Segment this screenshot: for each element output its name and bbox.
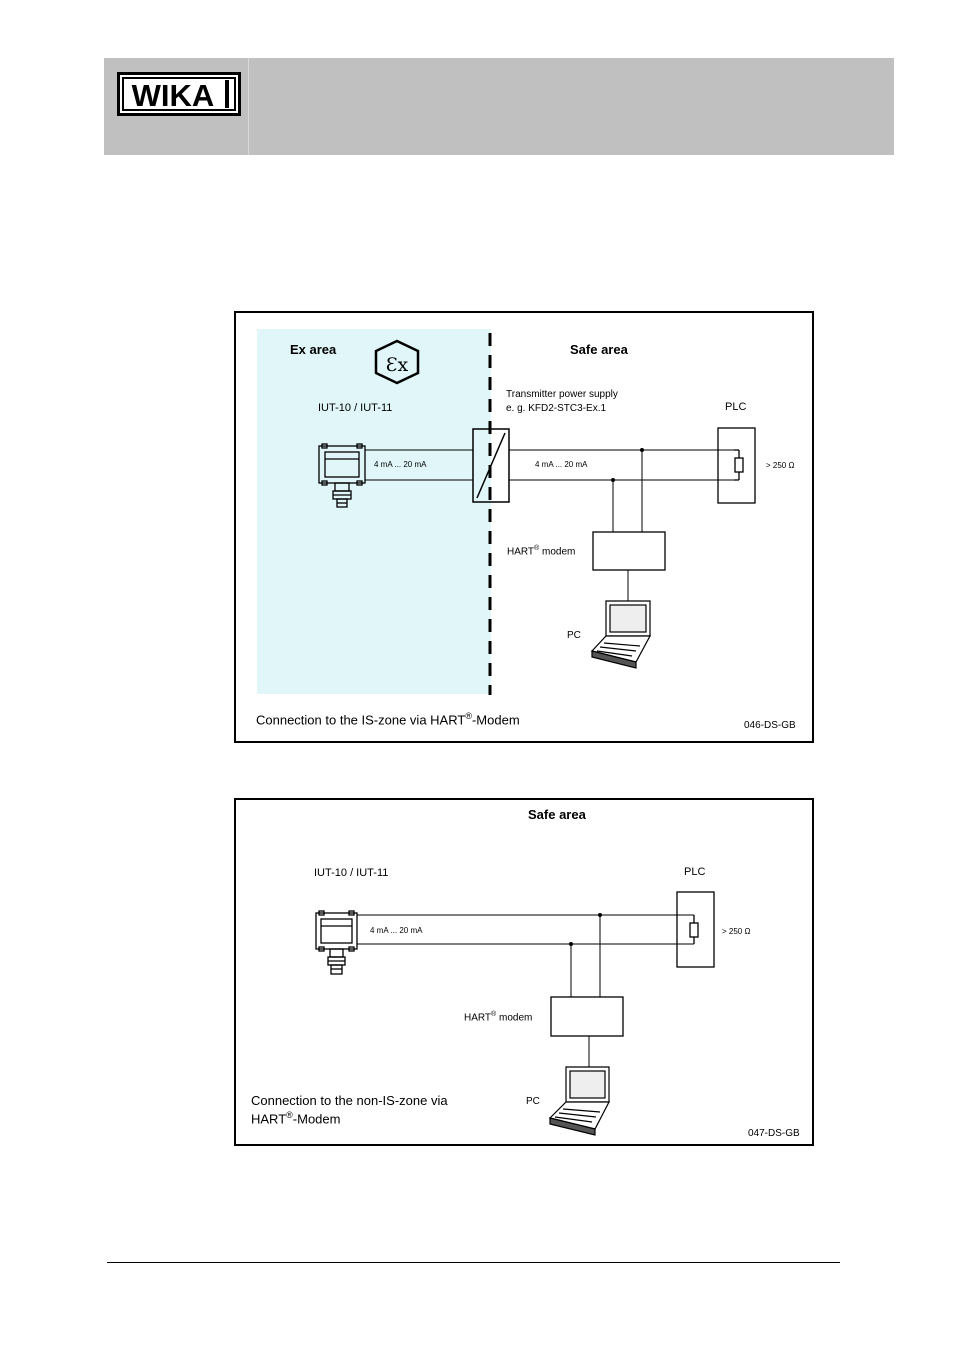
header-divider bbox=[248, 58, 249, 155]
figure-caption-line2: HART®-Modem bbox=[251, 1110, 341, 1127]
pc-label: PC bbox=[526, 1096, 540, 1107]
signal-label-left: 4 mA ... 20 mA bbox=[374, 460, 427, 469]
laptop-pc-icon bbox=[548, 1066, 610, 1136]
device-label: IUT-10 / IUT-11 bbox=[314, 867, 389, 879]
signal-label: 4 mA ... 20 mA bbox=[370, 926, 423, 935]
logo-text: WIKA bbox=[132, 78, 215, 113]
figure-caption: Connection to the IS-zone via HART®-Mode… bbox=[256, 711, 520, 728]
plc-icon bbox=[676, 891, 715, 968]
figure-is-zone: Ɛx bbox=[234, 311, 814, 743]
resistance-label: > 250 Ω bbox=[722, 927, 751, 936]
wika-logo: WIKA bbox=[117, 72, 241, 116]
figure-code: 047-DS-GB bbox=[748, 1128, 800, 1139]
supply-label-line2: e. g. KFD2-STC3-Ex.1 bbox=[506, 403, 607, 414]
pc-label: PC bbox=[567, 630, 581, 641]
page-header: WIKA bbox=[104, 58, 894, 155]
safe-area-label: Safe area bbox=[570, 342, 628, 357]
figure-code: 046-DS-GB bbox=[744, 720, 796, 731]
transmitter-device-icon bbox=[315, 910, 358, 975]
diagram-is-zone: Ɛx bbox=[257, 329, 756, 695]
hart-modem-label: HART® modem bbox=[464, 1011, 533, 1024]
transmitter-device-icon bbox=[318, 443, 366, 508]
supply-label-line1: Transmitter power supply bbox=[506, 389, 618, 400]
plc-label: PLC bbox=[725, 401, 747, 413]
power-supply-barrier-icon bbox=[472, 428, 510, 503]
svg-text:Ɛx: Ɛx bbox=[386, 354, 409, 376]
plc-icon bbox=[717, 427, 756, 504]
figure-non-is-zone: Safe area IUT-10 / IUT-11 PLC 4 mA ... 2… bbox=[234, 798, 814, 1146]
resistance-label: > 250 Ω bbox=[766, 461, 795, 470]
diagram-non-is-zone bbox=[315, 891, 715, 1136]
signal-label-right: 4 mA ... 20 mA bbox=[535, 460, 588, 469]
ex-area-label: Ex area bbox=[290, 342, 337, 357]
ex-zone-area bbox=[257, 329, 491, 694]
laptop-pc-icon bbox=[590, 600, 652, 669]
figure-caption-line1: Connection to the non-IS-zone via bbox=[251, 1093, 448, 1108]
plc-label: PLC bbox=[684, 866, 706, 878]
hart-modem-icon bbox=[592, 531, 666, 571]
safe-area-label: Safe area bbox=[528, 807, 586, 822]
footer-rule bbox=[107, 1262, 840, 1263]
hart-modem-icon bbox=[550, 996, 624, 1037]
ex-symbol-icon: Ɛx bbox=[374, 339, 420, 385]
device-label: IUT-10 / IUT-11 bbox=[318, 402, 393, 414]
hart-modem-label: HART® modem bbox=[507, 545, 576, 558]
